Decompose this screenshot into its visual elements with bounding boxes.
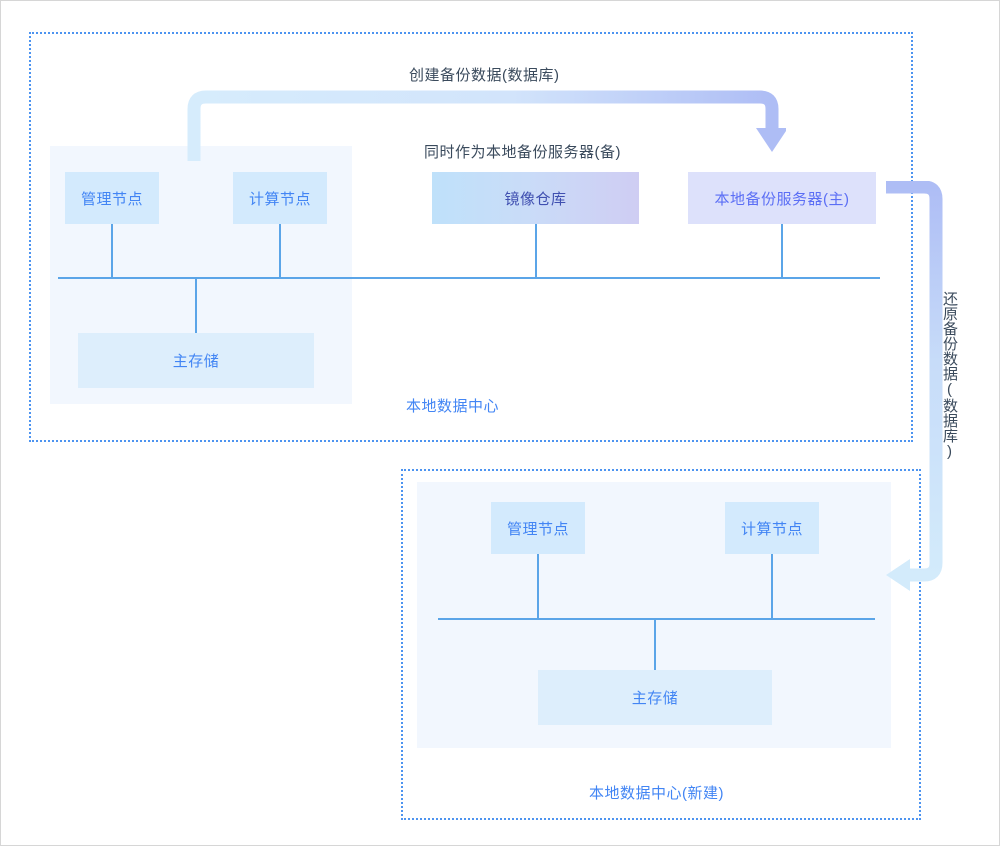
bottom-datacenter-boundary (401, 469, 921, 820)
bottom-compute-connector (771, 554, 773, 619)
top-compute-connector (279, 224, 281, 278)
node-primary-storage-bottom[interactable]: 主存储 (538, 670, 772, 725)
bottom-storage-connector (654, 618, 656, 671)
bottom-datacenter-label: 本地数据中心(新建) (589, 785, 724, 802)
bottom-bus-line (438, 618, 875, 620)
also-backup-server-caption: 同时作为本地备份服务器(备) (424, 144, 621, 161)
node-image-registry[interactable]: 镜像仓库 (432, 172, 639, 224)
node-management-top[interactable]: 管理节点 (65, 172, 159, 224)
create-backup-caption: 创建备份数据(数据库) (409, 67, 560, 84)
top-mgmt-connector (111, 224, 113, 278)
top-storage-connector (195, 277, 197, 334)
registry-connector (535, 224, 537, 278)
node-compute-top[interactable]: 计算节点 (233, 172, 327, 224)
top-bus-line (58, 277, 880, 279)
node-management-bottom[interactable]: 管理节点 (491, 502, 585, 554)
backup-server-connector (781, 224, 783, 278)
bottom-mgmt-connector (537, 554, 539, 619)
node-compute-bottom[interactable]: 计算节点 (725, 502, 819, 554)
restore-backup-caption: 还原备份数据(数据库) (941, 291, 958, 460)
top-datacenter-label: 本地数据中心 (406, 398, 500, 415)
node-primary-storage-top[interactable]: 主存储 (78, 333, 314, 388)
node-local-backup-server-primary[interactable]: 本地备份服务器(主) (688, 172, 876, 224)
